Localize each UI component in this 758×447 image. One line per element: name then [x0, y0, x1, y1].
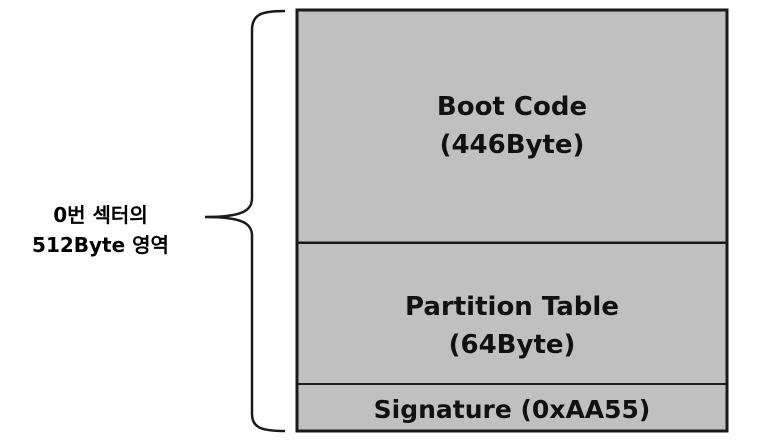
partition-table-block — [296, 242, 728, 385]
signature-name: Signature (0xAA55) — [373, 395, 651, 424]
partition-table-label: Partition Table (64Byte) — [297, 288, 727, 364]
boot-code-label: Boot Code (446Byte) — [297, 88, 727, 164]
sector-label-line1: 0번 섹터의 — [53, 203, 148, 227]
signature-label: Signature (0xAA55) — [297, 392, 727, 428]
partition-table-size: (64Byte) — [448, 330, 576, 360]
boot-code-size: (446Byte) — [439, 130, 585, 160]
boot-code-name: Boot Code — [436, 92, 588, 122]
sector-label-line2: 512Byte 영역 — [32, 233, 169, 257]
mbr-outline — [295, 8, 729, 433]
partition-table-name: Partition Table — [405, 292, 619, 322]
sector-label: 0번 섹터의 512Byte 영역 — [8, 200, 193, 260]
curly-brace — [204, 9, 286, 433]
